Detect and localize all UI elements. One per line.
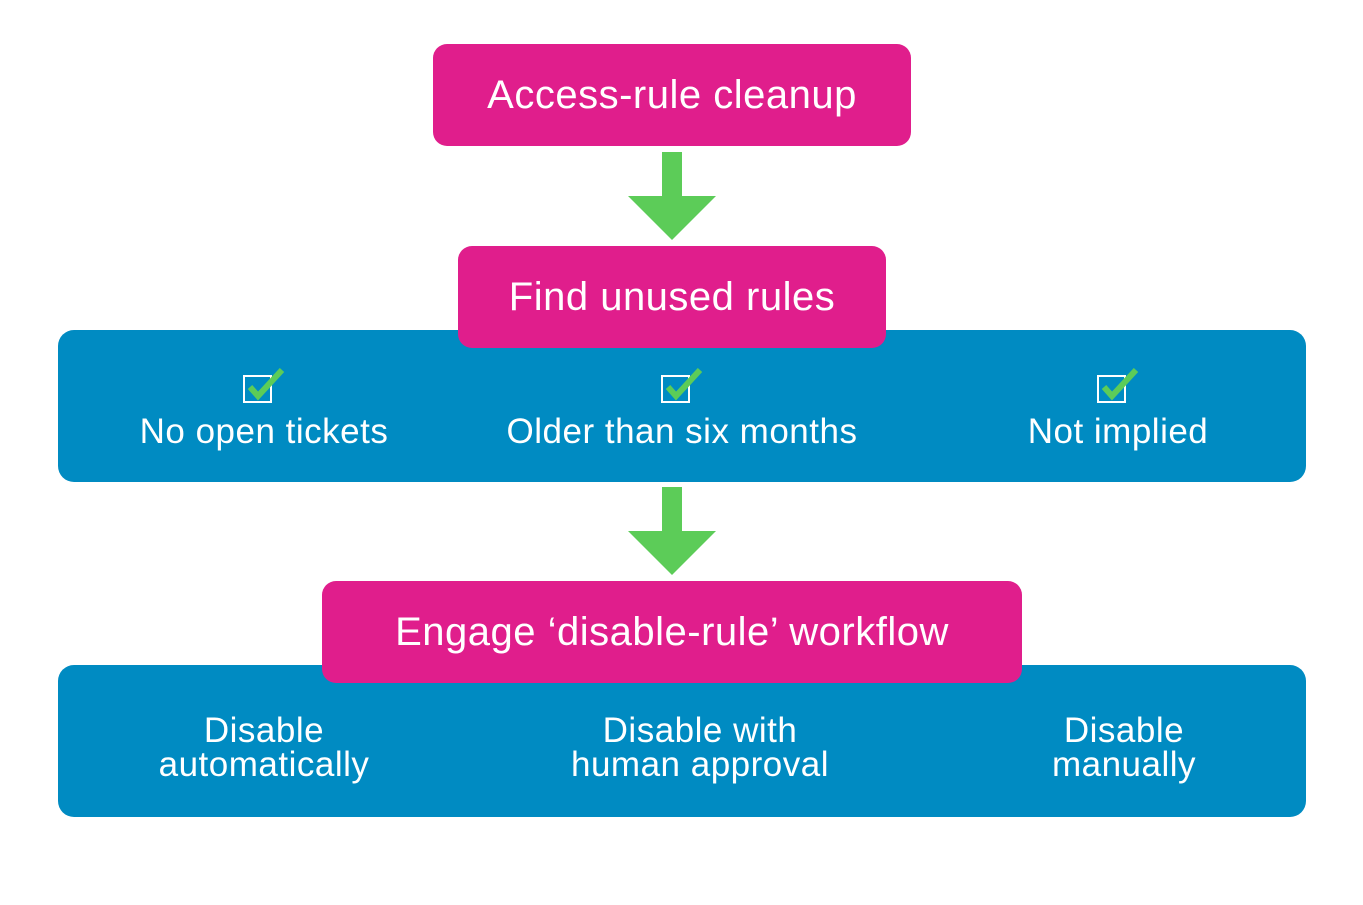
checkbox-checked-icon [1097,368,1139,403]
criterion-label: No open tickets [139,412,389,451]
option-disable-manually: Disable manually [1004,711,1244,784]
option-line2: manually [1051,745,1197,784]
step-find-unused-rules: Find unused rules [458,246,886,348]
criteria-panel [58,330,1306,482]
step-label: Engage ‘disable-rule’ workflow [395,609,949,654]
criterion-not-implied: Not implied [988,368,1248,452]
checkbox-checked-icon [661,368,703,403]
option-line1: Disable [1063,711,1185,750]
criterion-no-open-tickets: No open tickets [114,368,414,452]
criterion-label: Older than six months [506,412,858,451]
step-label: Find unused rules [508,274,836,319]
down-arrow-icon [628,152,716,240]
step-label: Access-rule cleanup [487,72,857,117]
option-disable-automatically: Disable automatically [124,711,404,784]
step-access-rule-cleanup: Access-rule cleanup [433,44,911,146]
criterion-label: Not implied [1027,412,1209,451]
criterion-older-than-six-months: Older than six months [472,368,892,452]
down-arrow-icon [628,487,716,575]
option-line1: Disable with [602,711,798,750]
option-line2: human approval [571,745,829,784]
options-panel [58,665,1306,817]
option-line2: automatically [158,745,370,784]
option-disable-with-human-approval: Disable with human approval [540,711,860,784]
step-engage-disable-rule-workflow: Engage ‘disable-rule’ workflow [322,581,1022,683]
checkbox-checked-icon [243,368,285,403]
option-line1: Disable [203,711,325,750]
